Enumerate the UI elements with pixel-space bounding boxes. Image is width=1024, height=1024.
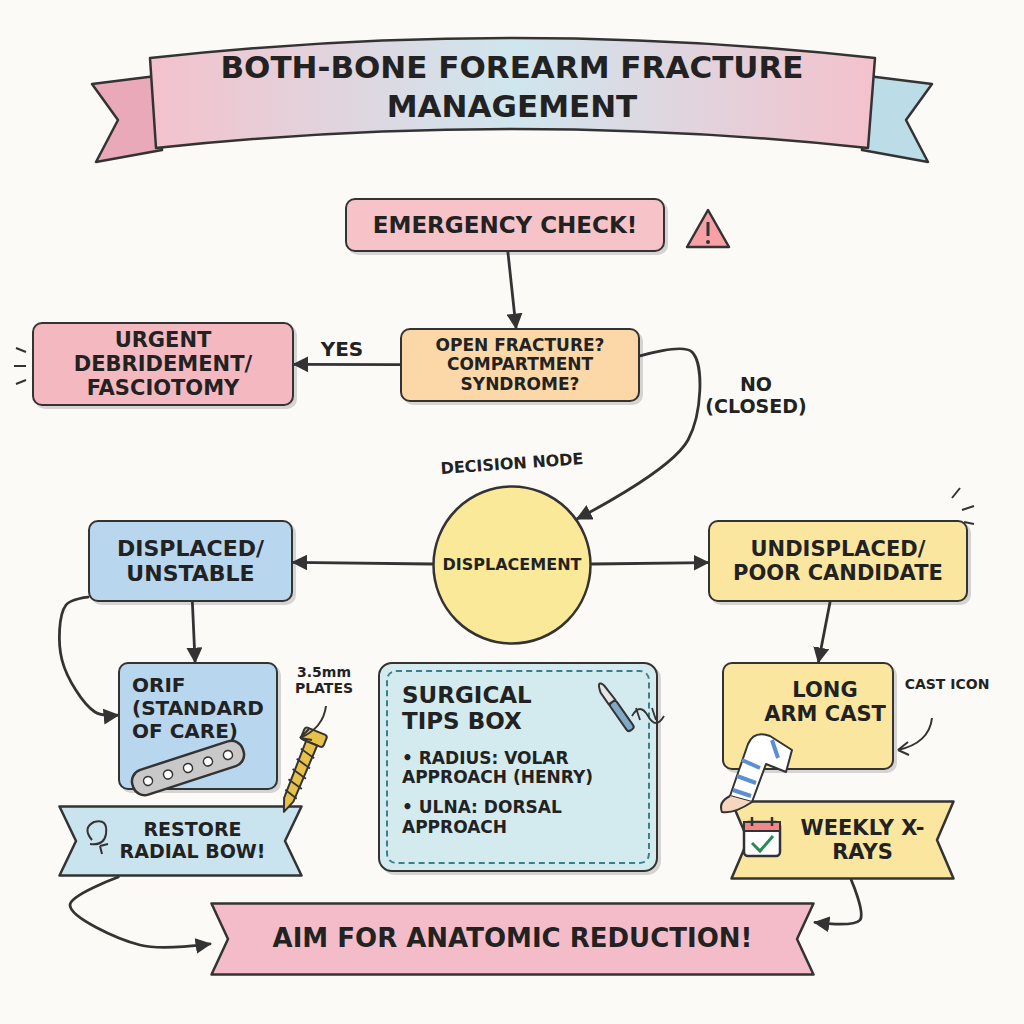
action-box: URGENT DEBRIDEMENT/ FASCIOTOMY (32, 322, 294, 406)
note-ribbon: RESTORE RADIAL BOW! (58, 805, 303, 877)
calendar-icon (744, 817, 780, 856)
diagram-title: BOTH-BONE FOREARM FRACTURE MANAGEMENT (180, 48, 844, 126)
cast-icon (721, 734, 792, 812)
sparkle-mark (14, 348, 974, 524)
node-text: DISPLACED/ UNSTABLE (100, 536, 281, 587)
leader-arrow (898, 718, 932, 755)
warning-icon (687, 210, 729, 247)
node-detail: DISPLACEMENT (443, 556, 582, 574)
node-text: LONG ARM CAST (764, 678, 886, 726)
swirl-icon (87, 821, 108, 854)
flow-arrow (59, 597, 118, 715)
ribbon-band (150, 38, 875, 148)
callout-label: 3.5mm PLATES (282, 664, 366, 696)
ribbon-tail (92, 76, 162, 162)
flow-arrow (70, 877, 210, 947)
node-text: URGENT DEBRIDEMENT/ FASCIOTOMY (44, 328, 282, 400)
flow-arrow (818, 602, 830, 662)
node-text: AIM FOR ANATOMIC REDUCTION! (273, 924, 753, 954)
treatment-box: LONG ARM CAST (722, 662, 894, 770)
ribbon-tail (862, 76, 932, 162)
node-text: OPEN FRACTURE? COMPARTMENT SYNDROME? (412, 336, 628, 395)
alert-box: EMERGENCY CHECK! (345, 198, 665, 252)
decision-circle: DECISION NODEDISPLACEMENT (432, 485, 592, 645)
node-text: RESTORE RADIAL BOW! (102, 819, 283, 863)
flow-arrow (508, 252, 516, 328)
branch-box: UNDISPLACED/ POOR CANDIDATE (708, 520, 968, 602)
flow-arrow (815, 880, 861, 924)
flow-arrow (577, 349, 700, 519)
flow-arrow (592, 563, 708, 564)
flow-arrow (293, 562, 432, 564)
suture-icon (632, 708, 664, 723)
edge-label: YES (312, 338, 372, 361)
node-text: UNDISPLACED/ POOR CANDIDATE (720, 537, 956, 585)
node-text: DECISION NODE (412, 448, 613, 480)
node-detail: • RADIUS: VOLAR APPROACH (HENRY) (402, 749, 634, 788)
plate-icon (129, 738, 247, 799)
leader-arrow (300, 706, 326, 740)
goal-ribbon: AIM FOR ANATOMIC REDUCTION! (210, 902, 815, 976)
decision-box: OPEN FRACTURE? COMPARTMENT SYNDROME? (400, 328, 640, 402)
branch-box: DISPLACED/ UNSTABLE (88, 520, 293, 602)
node-text: EMERGENCY CHECK! (373, 212, 637, 238)
flow-arrow (294, 363, 400, 366)
tips-box: SURGICAL TIPS BOX • RADIUS: VOLAR APPROAC… (378, 662, 658, 872)
flow-arrow (192, 602, 195, 662)
callout-label: CAST ICON (902, 676, 992, 692)
node-detail: • ULNA: DORSAL APPROACH (402, 798, 634, 837)
edge-label: NO (CLOSED) (700, 374, 812, 418)
screw-icon (273, 727, 328, 817)
treatment-box: ORIF (STANDARD OF CARE) (118, 662, 278, 790)
node-text: SURGICAL TIPS BOX (402, 682, 634, 735)
node-text: ORIF (STANDARD OF CARE) (132, 674, 264, 743)
note-ribbon: WEEKLY X-RAYS (730, 800, 955, 880)
scalpel-icon (596, 682, 635, 733)
node-text: WEEKLY X-RAYS (792, 816, 933, 864)
